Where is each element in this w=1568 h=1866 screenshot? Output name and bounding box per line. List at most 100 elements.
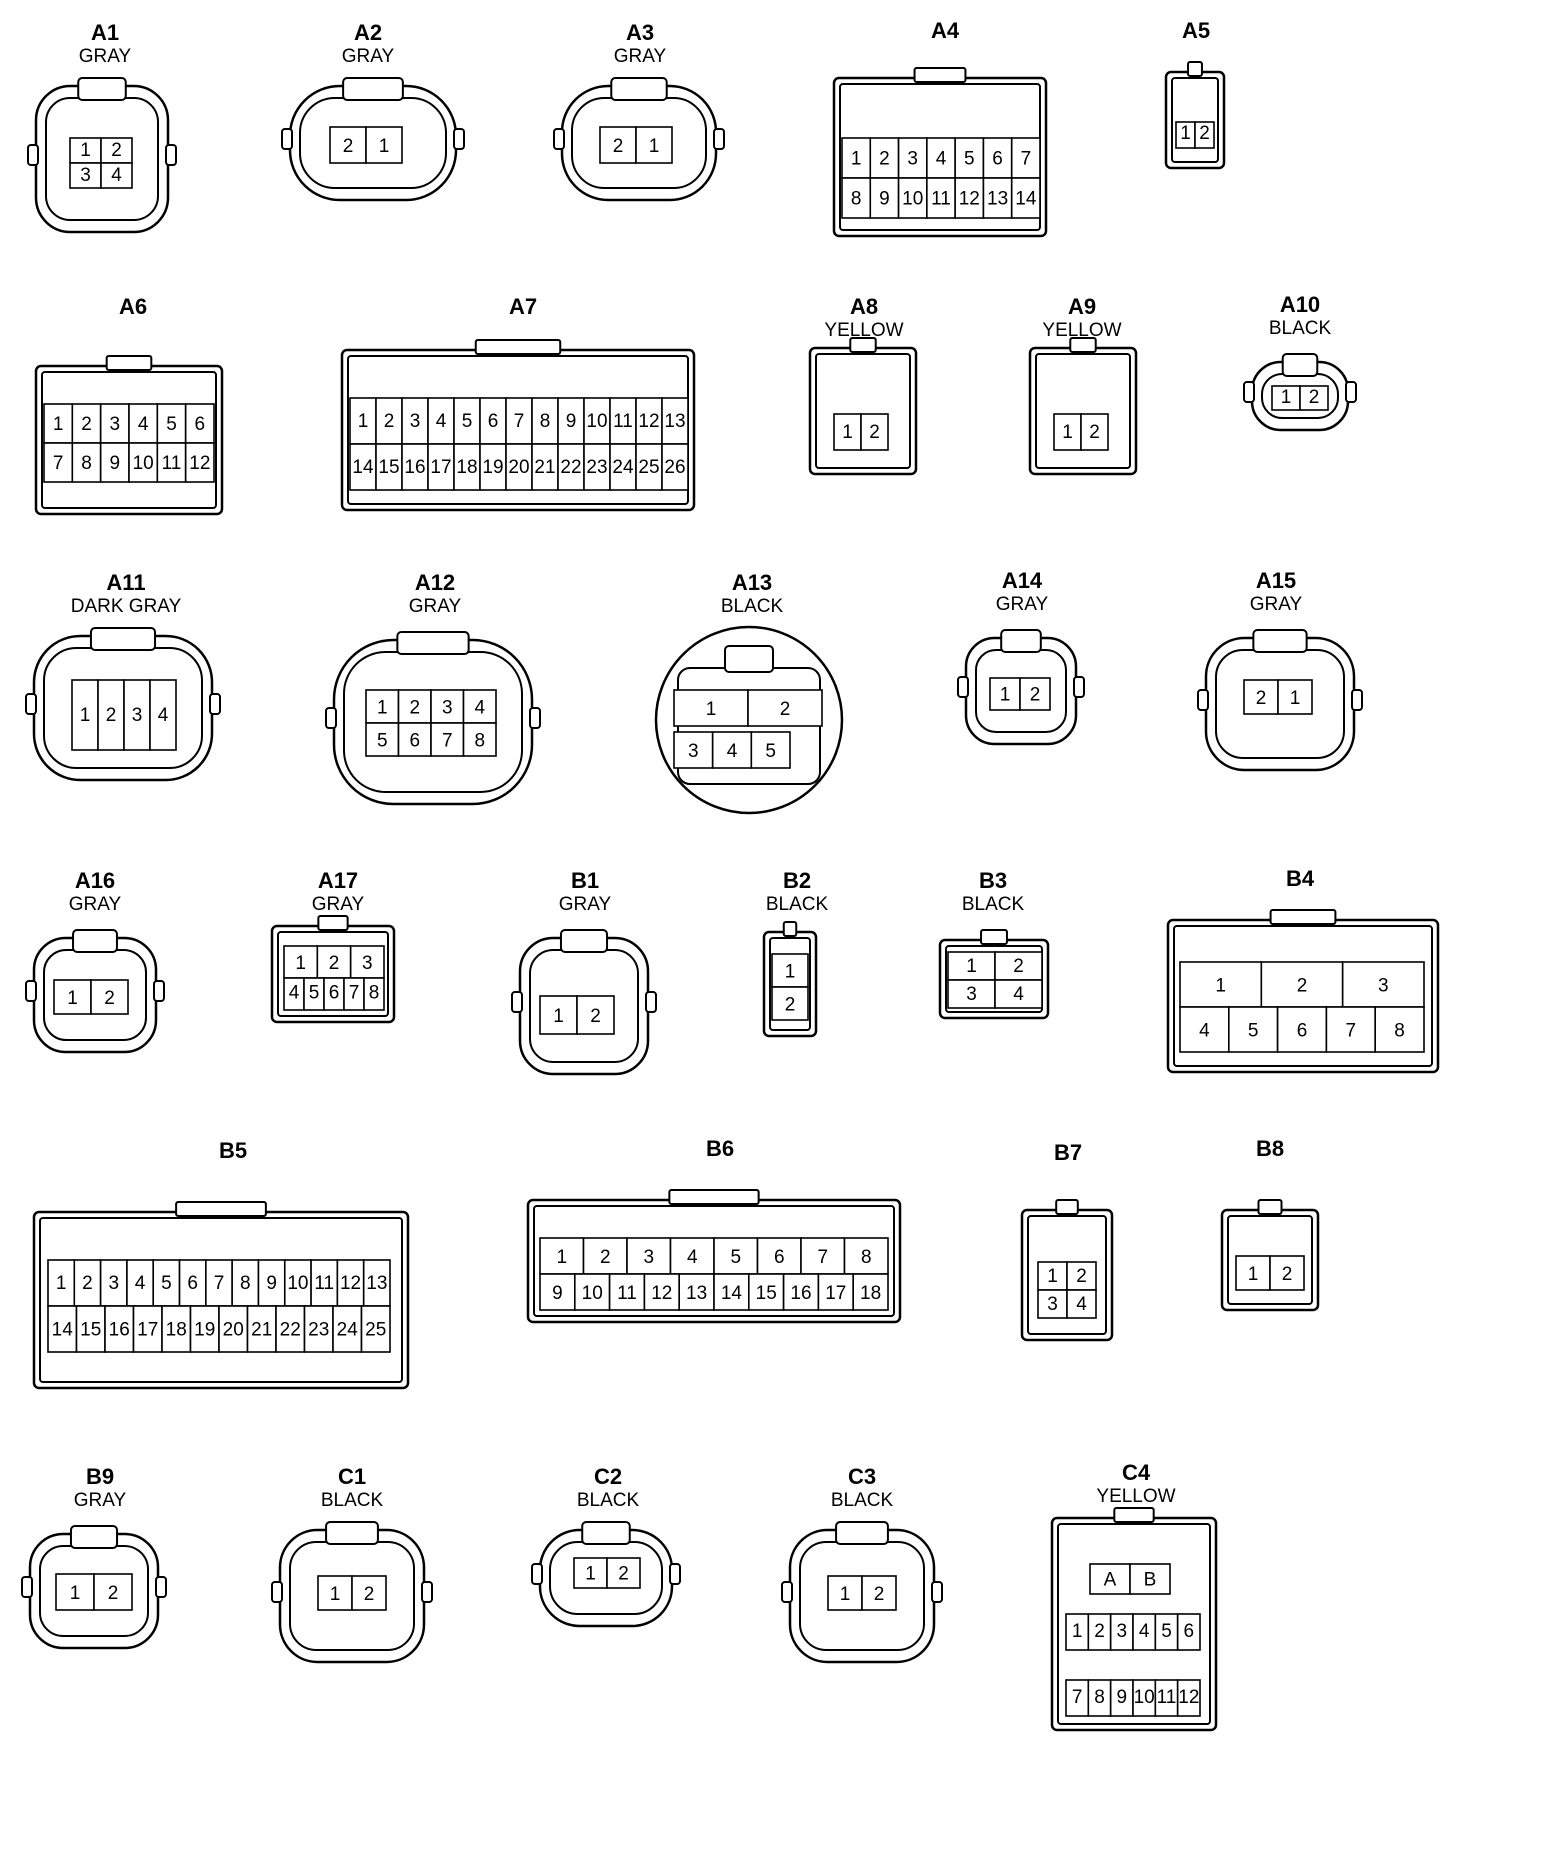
- pin-cell: [1341, 961, 1425, 1008]
- pin-number: 2: [1089, 422, 1100, 443]
- pin-number: 3: [907, 148, 918, 169]
- pin-cell: [861, 1575, 897, 1611]
- pin-cell: [1243, 679, 1279, 715]
- pin-number: 15: [378, 457, 399, 478]
- pin-number: 1: [1062, 422, 1073, 443]
- connector-color: BLACK: [577, 1490, 640, 1511]
- pin-number: 5: [309, 982, 320, 1003]
- connector-color: YELLOW: [1096, 1486, 1175, 1507]
- connector-ear: [1351, 689, 1363, 711]
- pin-number: 18: [456, 457, 477, 478]
- pin-cell: [750, 731, 791, 769]
- connector-ear: [529, 707, 541, 729]
- pin-cell: [275, 1305, 306, 1353]
- pin-cell: [897, 177, 928, 219]
- pin-cell: [351, 1575, 387, 1611]
- pin-number: 12: [638, 411, 659, 432]
- pin-number: 2: [104, 988, 115, 1009]
- pin-cell: [573, 1273, 611, 1311]
- pin-cell: [123, 679, 151, 751]
- connector-ear: [153, 980, 165, 1002]
- pin-cell: [246, 1305, 277, 1353]
- pin-number: 1: [295, 953, 306, 974]
- connector-ear: [25, 693, 37, 715]
- connector-ear: [669, 1563, 681, 1585]
- pin-number: 7: [817, 1247, 828, 1268]
- connector-id: A16: [75, 868, 115, 893]
- pin-number: 1: [80, 140, 91, 161]
- pin-number: 7: [1021, 148, 1032, 169]
- connector-latch: [474, 339, 562, 355]
- pin-number: 14: [1015, 188, 1037, 209]
- pin-number: 1: [556, 1247, 567, 1268]
- pin-number: 9: [1117, 1687, 1128, 1708]
- connector-color: GRAY: [312, 894, 365, 915]
- pin-number: 4: [158, 705, 169, 726]
- connector-latch: [342, 77, 404, 101]
- connector-id: B5: [219, 1138, 247, 1163]
- pin-number: 8: [1394, 1020, 1405, 1041]
- connector-color: DARK GRAY: [71, 596, 182, 617]
- pin-number: 7: [53, 453, 64, 474]
- pin-number: 6: [195, 414, 206, 435]
- pin-number: 14: [721, 1283, 743, 1304]
- pin-number: 1: [842, 422, 853, 443]
- connector-id: C2: [594, 1464, 622, 1489]
- pin-cell: [852, 1273, 889, 1311]
- connector-id: B1: [571, 868, 599, 893]
- pin-cell: [1176, 1679, 1201, 1717]
- pin-cell: [93, 1573, 133, 1611]
- pin-number: 20: [508, 457, 529, 478]
- pin-number: 4: [727, 741, 738, 762]
- pin-number: 8: [1094, 1687, 1105, 1708]
- connector-latch: [1281, 353, 1319, 377]
- pin-number: 3: [410, 411, 421, 432]
- pin-number: 20: [223, 1319, 244, 1340]
- connector-latch: [610, 77, 668, 101]
- pin-cell: [375, 443, 403, 491]
- pin-cell: [53, 979, 92, 1015]
- connector-id: A17: [318, 868, 358, 893]
- connector-id: A1: [91, 20, 119, 45]
- connector-ear: [1243, 381, 1255, 403]
- pin-cell: [360, 1305, 391, 1353]
- connector-ear: [1073, 676, 1085, 698]
- pin-cell: [994, 979, 1043, 1009]
- pin-cell: [55, 1573, 95, 1611]
- connector-id: B8: [1256, 1136, 1284, 1161]
- connector-ear: [165, 144, 177, 166]
- pin-cell: [479, 443, 507, 491]
- connector-latch: [175, 1201, 267, 1217]
- connector-color: BLACK: [831, 1490, 894, 1511]
- connector-latch: [1113, 1507, 1155, 1523]
- pin-number: 1: [80, 705, 91, 726]
- pin-number: 2: [785, 994, 796, 1015]
- pin-number: 5: [730, 1247, 741, 1268]
- pin-cell: [332, 1305, 363, 1353]
- pin-cell: [869, 137, 900, 179]
- pin-number: 4: [135, 1273, 146, 1294]
- connector-ear: [209, 693, 221, 715]
- pin-cell: [982, 177, 1013, 219]
- pin-number: 1: [785, 961, 796, 982]
- connector-latch: [325, 1521, 379, 1545]
- pin-number: 6: [488, 411, 499, 432]
- pin-number: 18: [166, 1319, 187, 1340]
- connector-ear: [25, 980, 37, 1002]
- connector-latch: [782, 921, 798, 937]
- pin-number: 4: [936, 148, 947, 169]
- pin-cell: [1325, 1006, 1377, 1053]
- pin-cell: [539, 1273, 576, 1311]
- connector-ear: [1197, 689, 1209, 711]
- pin-number: 4: [1199, 1020, 1210, 1041]
- pin-number: 15: [756, 1283, 777, 1304]
- pin-cell: [994, 951, 1043, 981]
- pin-number: 9: [566, 411, 577, 432]
- pin-number: 9: [266, 1273, 277, 1294]
- connector-color: YELLOW: [824, 320, 903, 341]
